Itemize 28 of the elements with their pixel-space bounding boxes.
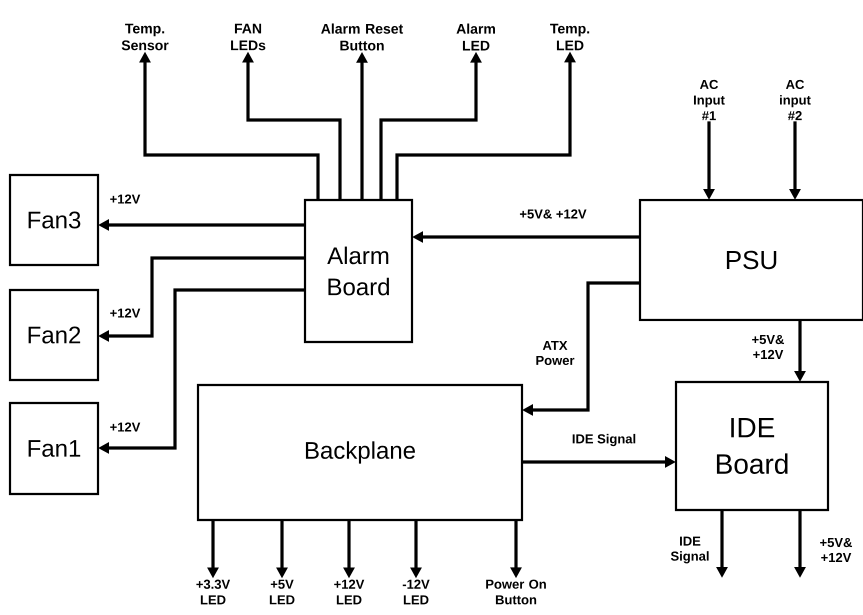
- signal-label: AC Input #1: [694, 80, 725, 120]
- edge-label: ATX Power: [529, 340, 581, 366]
- signal-label: +12V LED: [334, 580, 364, 604]
- signal-label: Temp. Sensor: [122, 24, 169, 50]
- block-box: Fan1: [8, 402, 100, 496]
- block-box: Fan3: [8, 174, 100, 266]
- signal-label: FAN LEDs: [231, 24, 266, 50]
- signal-label: +3.3V LED: [196, 580, 230, 604]
- edge-label: +5V& +12V: [518, 208, 588, 220]
- edge-label: +12V: [108, 421, 142, 433]
- block-box: IDE Board: [674, 380, 830, 512]
- signal-label: -12V LED: [402, 580, 430, 604]
- block-box: Fan2: [8, 288, 100, 382]
- signal-label: +5V LED: [270, 580, 294, 604]
- edge-label: IDE Signal: [665, 536, 715, 564]
- edge-label: +5V& +12V: [812, 537, 860, 563]
- block-box: Alarm Board: [304, 198, 414, 344]
- edge-label: +12V: [108, 193, 142, 205]
- signal-label: AC input #2: [780, 80, 811, 120]
- edge-label: +12V: [108, 307, 142, 319]
- block-box: PSU: [638, 198, 863, 322]
- signal-label: Temp. LED: [550, 24, 590, 50]
- edge-label: +5V& +12V: [744, 334, 792, 360]
- signal-label: Power On Button: [486, 580, 546, 604]
- signal-label: Alarm LED: [456, 24, 495, 50]
- edge-label: IDE Signal: [570, 432, 638, 448]
- signal-label: Alarm Reset Button: [321, 23, 404, 51]
- block-box: Backplane: [196, 384, 524, 522]
